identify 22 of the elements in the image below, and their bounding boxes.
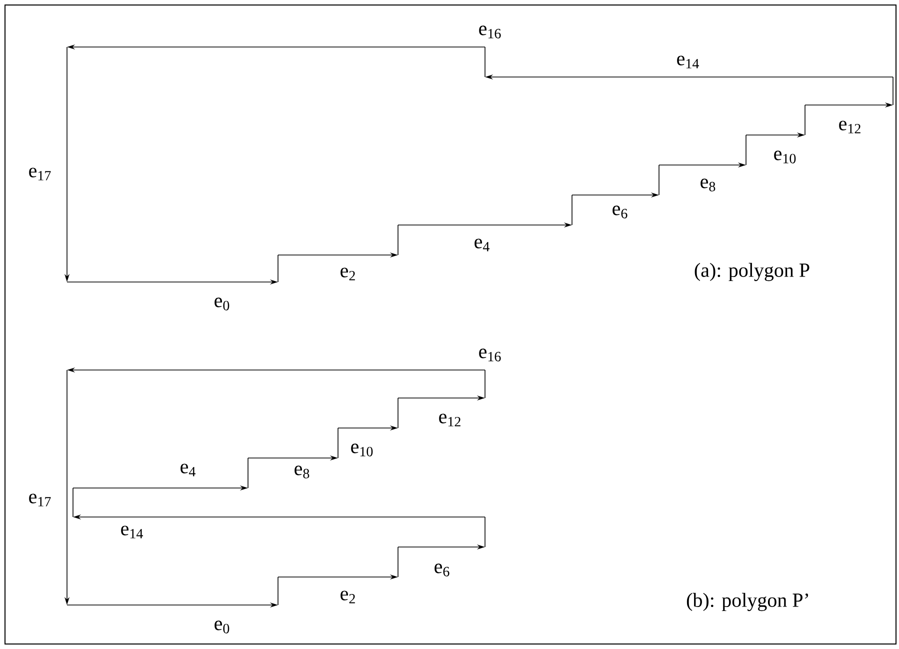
side-label: e$_{2}$ bbox=[340, 268, 355, 280]
side-label: e$_{17}$ bbox=[29, 494, 51, 506]
side-label: e$_{8}$ bbox=[294, 466, 310, 478]
side-label: e$_{0}$ bbox=[214, 620, 230, 634]
side-label: e$_{17}$ bbox=[29, 168, 51, 180]
side-label: e$_{6}$ bbox=[612, 206, 628, 218]
side-label: e$_{8}$ bbox=[700, 178, 716, 192]
panel-caption: (b): polygon P’ bbox=[686, 592, 808, 612]
side-label: e$_{4}$ bbox=[180, 464, 196, 476]
side-label: e$_{10}$ bbox=[351, 444, 373, 456]
side-label: e$_{6}$ bbox=[434, 564, 450, 576]
side-label: e$_{0}$ bbox=[214, 298, 230, 310]
panel-caption: (a): polygon P bbox=[694, 262, 810, 282]
side-label: e$_{12}$ bbox=[839, 120, 860, 134]
side-label: e$_{4}$ bbox=[474, 238, 490, 252]
side-label: e$_{2}$ bbox=[340, 590, 355, 604]
side-label: e$_{16}$ bbox=[479, 26, 501, 38]
side-label: e$_{16}$ bbox=[479, 348, 501, 362]
side-label: e$_{14}$ bbox=[677, 56, 699, 68]
side-label: e$_{12}$ bbox=[439, 414, 460, 426]
side-label: e$_{14}$ bbox=[121, 526, 143, 538]
side-label: e$_{10}$ bbox=[774, 150, 796, 164]
